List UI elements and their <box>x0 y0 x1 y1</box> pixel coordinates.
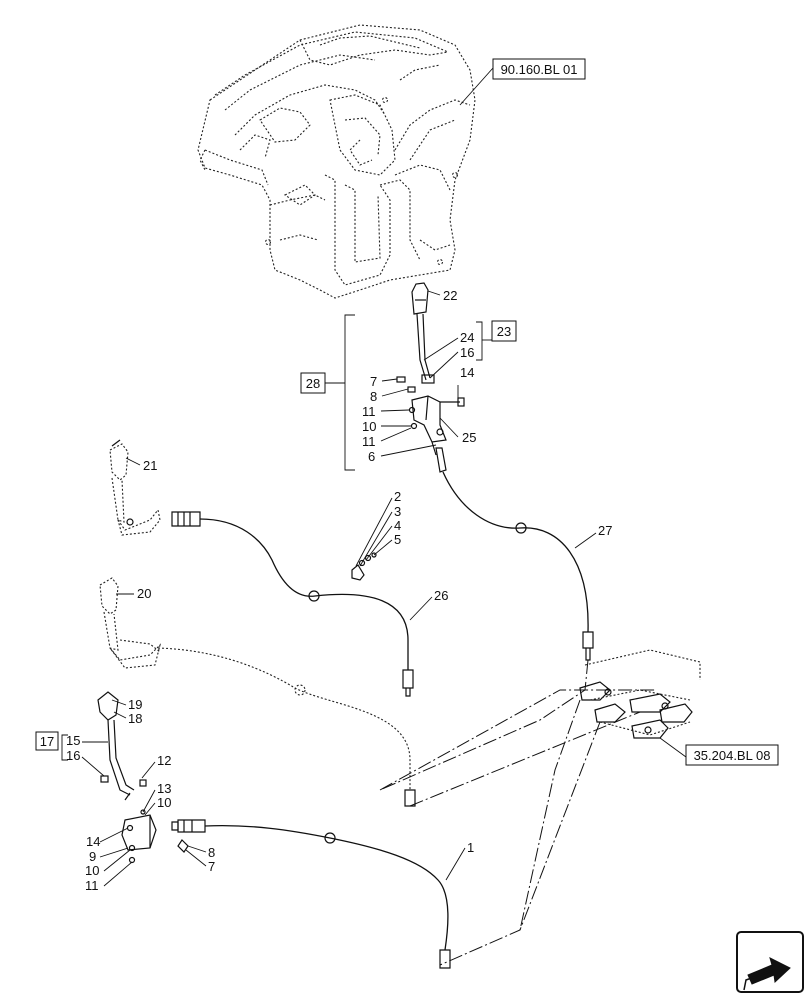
group-box-23[interactable]: 23 <box>497 324 511 339</box>
callout-4: 4 <box>394 518 401 533</box>
callout-7-bottom: 7 <box>208 859 215 874</box>
ref-90-160-bl-01[interactable]: 90.160.BL 01 <box>501 62 578 77</box>
callout-19: 19 <box>128 697 142 712</box>
callout-10-right: 10 <box>157 795 171 810</box>
callout-3: 3 <box>394 504 401 519</box>
callout-14-bottom: 14 <box>86 834 100 849</box>
ref-35-204-bl-08[interactable]: 35.204.BL 08 <box>694 748 771 763</box>
cab-console <box>197 24 476 299</box>
callout-25: 25 <box>462 430 476 445</box>
callout-8-bottom: 8 <box>208 845 215 860</box>
callout-11-bottom: 11 <box>85 878 99 893</box>
callout-14-top: 14 <box>460 365 474 380</box>
cable-26 <box>171 511 414 697</box>
callout-5: 5 <box>394 532 401 547</box>
top-lever-assembly <box>396 282 465 473</box>
cable-1 <box>171 819 451 969</box>
arrow-navigation-icon[interactable] <box>736 931 804 993</box>
callout-13: 13 <box>157 781 171 796</box>
callout-16-top: 16 <box>460 345 474 360</box>
callout-11-top-b: 11 <box>362 434 376 449</box>
callout-10-bottom: 10 <box>85 863 99 878</box>
cable-27 <box>442 471 594 661</box>
callout-21: 21 <box>143 458 157 473</box>
callout-12: 12 <box>157 753 171 768</box>
callout-8-top: 8 <box>370 389 377 404</box>
callout-9: 9 <box>89 849 96 864</box>
callout-2: 2 <box>394 489 401 504</box>
callout-24: 24 <box>460 330 474 345</box>
hardware-2-5 <box>351 552 377 581</box>
callout-18: 18 <box>128 711 142 726</box>
group-box-28[interactable]: 28 <box>306 376 320 391</box>
lever-20 <box>99 577 416 807</box>
callout-22: 22 <box>443 288 457 303</box>
callout-1: 1 <box>467 840 474 855</box>
callout-11-top-a: 11 <box>362 404 376 419</box>
callout-26: 26 <box>434 588 448 603</box>
valve-block <box>579 649 701 739</box>
connection-lines <box>379 659 655 966</box>
callout-7-top: 7 <box>370 374 377 389</box>
callout-20: 20 <box>137 586 151 601</box>
callout-16-left: 16 <box>66 748 80 763</box>
lever-assembly-17 <box>97 691 157 864</box>
lever-21 <box>109 439 161 536</box>
callout-27: 27 <box>598 523 612 538</box>
group-box-17[interactable]: 17 <box>40 734 54 749</box>
callout-6: 6 <box>368 449 375 464</box>
callout-15: 15 <box>66 733 80 748</box>
callout-10-top: 10 <box>362 419 376 434</box>
